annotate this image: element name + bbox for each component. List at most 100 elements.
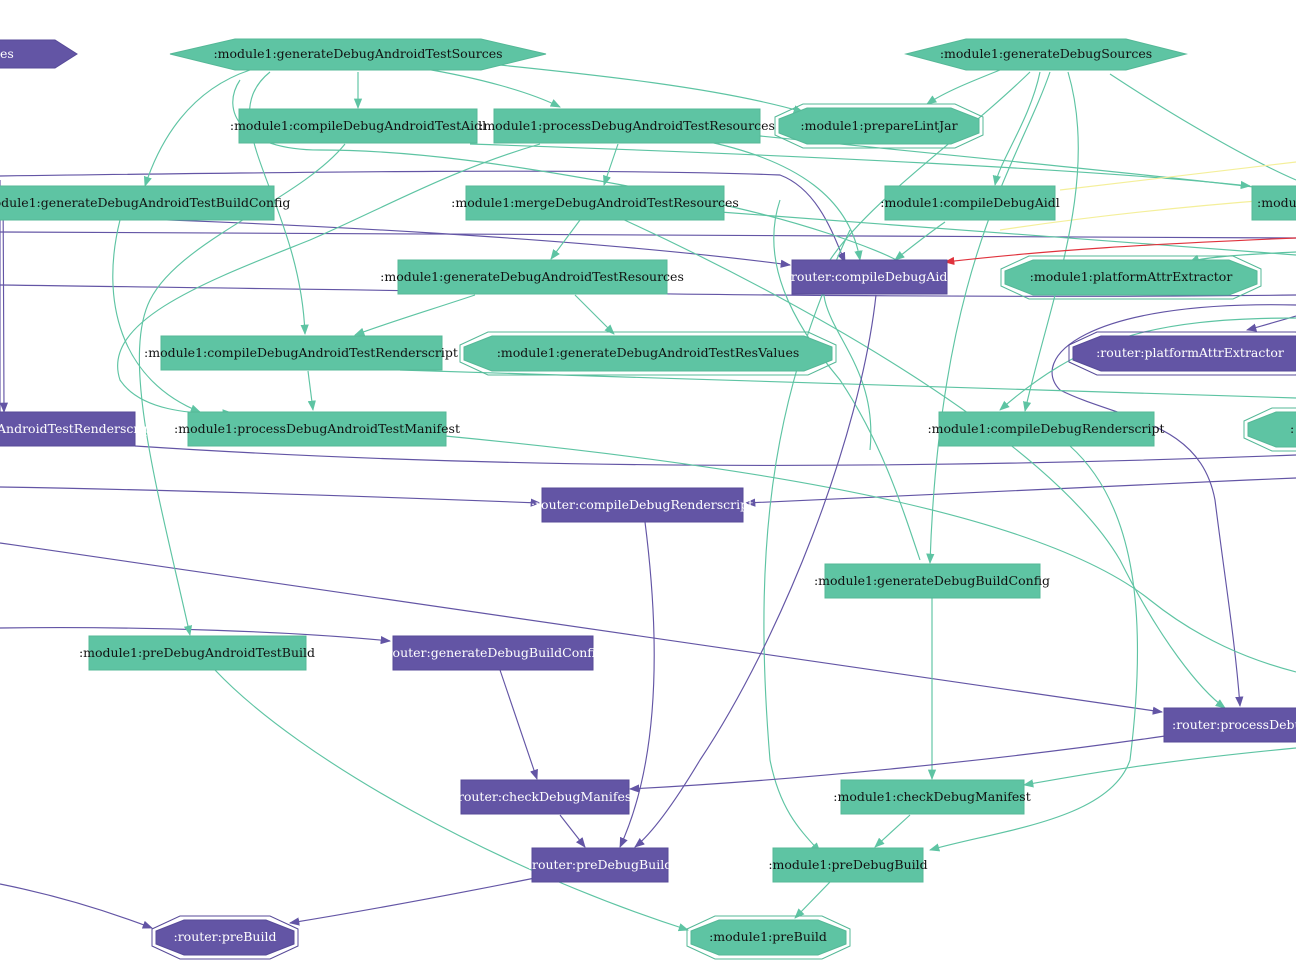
node-platform-attr[interactable]: :module1:platformAttrExtractor bbox=[1000, 255, 1262, 300]
edge-compile-test-aidl-to-pre-test-build bbox=[138, 143, 346, 637]
node-label: :module1:platformAttrExtractor bbox=[1030, 269, 1233, 284]
edge-line bbox=[0, 170, 846, 263]
edge-gen-sources-to-compile-rs bbox=[1023, 71, 1079, 413]
node-router-gen-buildconfig[interactable]: :router:generateDebugBuildConfig bbox=[382, 635, 604, 671]
node-gen-test-buildconfig[interactable]: :module1:generateDebugAndroidTestBuildCo… bbox=[0, 185, 290, 221]
node-label: :module1:generateDebugAndroidTestBuildCo… bbox=[0, 195, 290, 210]
node-compile-aidl[interactable]: :module1:compileDebugAidl bbox=[880, 185, 1060, 221]
node-router-compile-rs[interactable]: :router:compileDebugRenderscript bbox=[531, 487, 753, 523]
node-pre-build[interactable]: :module1:preBuild bbox=[686, 915, 851, 960]
edge-router-gen-buildconfig-to-router-check-manifest bbox=[499, 669, 538, 780]
node-gen-buildconfig[interactable]: :module1:generateDebugBuildConfig bbox=[814, 563, 1050, 599]
node-gen-sources[interactable]: :module1:generateDebugSources bbox=[904, 38, 1188, 71]
node-compile-test-rs[interactable]: :module1:compileDebugAndroidTestRendersc… bbox=[144, 335, 458, 371]
edge-line bbox=[773, 199, 921, 561]
node-label: :router:checkDebugManifest bbox=[454, 789, 637, 804]
node-label: :module1:preDebugAndroidTestBuild bbox=[79, 645, 315, 660]
edge-line bbox=[0, 627, 392, 645]
node-layer: es :module1:generateDebugAndroidTestSour… bbox=[0, 38, 1296, 960]
node-gen-test-sources[interactable]: :module1:generateDebugAndroidTestSources bbox=[169, 38, 547, 71]
edge-line bbox=[0, 214, 792, 268]
edge-line bbox=[0, 486, 542, 507]
edge-gen-test-sources-to-gen-test-buildconfig bbox=[143, 69, 251, 187]
edge-layer-primary bbox=[112, 61, 1296, 932]
node-label: :module1:compileDebugRenderscript bbox=[927, 421, 1164, 436]
node-label: :module1:prepareLintJar bbox=[800, 118, 957, 133]
node-label: :router:compileDebugRenderscript bbox=[531, 497, 753, 512]
node-router-test-rs[interactable]: AndroidTestRenderscript bbox=[0, 411, 156, 447]
edge-line bbox=[619, 217, 1226, 709]
node-label: es bbox=[0, 46, 14, 61]
node-compile-rs[interactable]: :module1:compileDebugRenderscript bbox=[927, 411, 1165, 447]
node-label: :router:generateDebugBuildConfig bbox=[382, 645, 603, 660]
node-router-check-manifest[interactable]: :router:checkDebugManifest bbox=[454, 779, 637, 815]
node-process-test-manifest[interactable]: :module1:processDebugAndroidTestManifest bbox=[174, 411, 460, 447]
edge-line bbox=[469, 143, 1252, 190]
node-pre-debug-build[interactable]: :module1:preDebugBuild bbox=[768, 847, 928, 883]
edge-line bbox=[1109, 73, 1296, 181]
node-gen-test-resvalues[interactable]: :module1:generateDebugAndroidTestResValu… bbox=[459, 331, 837, 376]
edge-router-check-manifest-to-router-pre-debug-build bbox=[559, 814, 586, 848]
node-router-compile-aidl[interactable]: :router:compileDebugAidl bbox=[787, 259, 952, 295]
node-label: :module1:compileDebugAndroidTestRendersc… bbox=[144, 345, 458, 360]
node-label: :modul bbox=[1257, 195, 1296, 210]
edge-line bbox=[1022, 747, 1296, 788]
edge-check-manifest-to-pre-debug-build bbox=[874, 814, 911, 848]
node-label: :router:processDebugM bbox=[1172, 717, 1296, 732]
edge-gen-sources-to-prepare-lint-jar bbox=[926, 69, 1001, 105]
edge-modul-to-router-compile-aidl bbox=[943, 237, 1296, 266]
node-router-process-manifest[interactable]: :router:processDebugM bbox=[1163, 707, 1296, 743]
edge-compile-test-aidl-to-process-test-manifest bbox=[117, 143, 541, 418]
node-label: :module1:checkDebugManifest bbox=[833, 789, 1030, 804]
node-router-platform-attr[interactable]: :router:platformAttrExtractor bbox=[1068, 331, 1296, 376]
node-prepare-lint-jar[interactable]: :module1:prepareLintJar bbox=[774, 103, 984, 149]
node-check-manifest[interactable]: :module1:checkDebugManifest bbox=[833, 779, 1031, 815]
node-label: :module1:processDebugAndroidTestManifest bbox=[174, 421, 460, 436]
edge-process-test-res-to-router-compile-aidl bbox=[699, 139, 863, 262]
node-merge-test-res[interactable]: :module1:mergeDebugAndroidTestResources bbox=[451, 185, 739, 221]
node-label: :router:preDebugBuild bbox=[528, 857, 672, 872]
node-label: :module1:generateDebugSources bbox=[940, 46, 1152, 61]
edge-gen-test-sources-to-compile-test-rs bbox=[248, 71, 309, 336]
node-label: :router:preBuild bbox=[174, 929, 277, 944]
edge-process-test-res-to-merge-test-res bbox=[603, 143, 619, 186]
node-router-pre-debug-build[interactable]: :router:preDebugBuild bbox=[528, 847, 672, 883]
edge-pre-test-build-to-pre-build bbox=[214, 669, 689, 932]
node-gen-test-res[interactable]: :module1:generateDebugAndroidTestResourc… bbox=[380, 259, 684, 295]
edge-compile-aidl-to-router-compile-aidl bbox=[894, 221, 946, 261]
node-router-pre-build[interactable]: :router:preBuild bbox=[151, 915, 299, 960]
node-sources-left[interactable]: es bbox=[0, 39, 78, 69]
edge-gen-test-buildconfig-to-process-test-manifest bbox=[112, 219, 201, 413]
node-label: :module1:mergeDebugAndroidTestResources bbox=[451, 195, 739, 210]
edge-gen-test-res-to-gen-test-resvalues bbox=[574, 294, 615, 335]
edge-gen-sources-to-compile-aidl bbox=[992, 71, 1041, 187]
edge-line bbox=[0, 542, 1164, 715]
node-modul-right[interactable]: :modul bbox=[1251, 185, 1296, 221]
edge-compile-rs-to-pre-debug-build bbox=[929, 445, 1139, 852]
edge-line bbox=[134, 445, 1296, 466]
node-label: :module1:compileDebugAndroidTestAidl bbox=[230, 118, 486, 133]
edge-line bbox=[759, 135, 1296, 193]
node-label: :module1:preBuild bbox=[709, 929, 827, 944]
node-label: :module1:preDebugBuild bbox=[768, 857, 927, 872]
node-right-oct[interactable]: : bbox=[1243, 407, 1296, 452]
edge-compile-test-rs-to-process-test-manifest bbox=[307, 370, 316, 412]
edge-router-process-manifest-to-router-check-manifest bbox=[628, 735, 1166, 793]
edge-line bbox=[744, 477, 1296, 507]
node-label: :module1:generateDebugAndroidTestSources bbox=[213, 46, 502, 61]
edge-router-compile-aidl-to-router-pre-debug-build bbox=[634, 294, 877, 848]
node-compile-test-aidl[interactable]: :module1:compileDebugAndroidTestAidl bbox=[230, 108, 486, 144]
node-label: :module1:processDebugAndroidTestResource… bbox=[479, 118, 775, 133]
node-label: :router:platformAttrExtractor bbox=[1096, 345, 1284, 360]
node-process-test-res[interactable]: :module1:processDebugAndroidTestResource… bbox=[479, 108, 775, 144]
node-label: :module1:compileDebugAidl bbox=[880, 195, 1059, 210]
node-label: :router:compileDebugAidl bbox=[787, 269, 952, 284]
edge-gen-test-res-to-compile-test-rs bbox=[354, 294, 476, 336]
edge-line bbox=[0, 231, 1296, 239]
node-label: : bbox=[1290, 421, 1294, 436]
edge-gen-sources-to-gen-buildconfig bbox=[926, 71, 1051, 565]
edge-line bbox=[1059, 161, 1296, 191]
node-pre-test-build[interactable]: :module1:preDebugAndroidTestBuild bbox=[79, 635, 315, 671]
node-label: :module1:generateDebugAndroidTestResourc… bbox=[380, 269, 684, 284]
